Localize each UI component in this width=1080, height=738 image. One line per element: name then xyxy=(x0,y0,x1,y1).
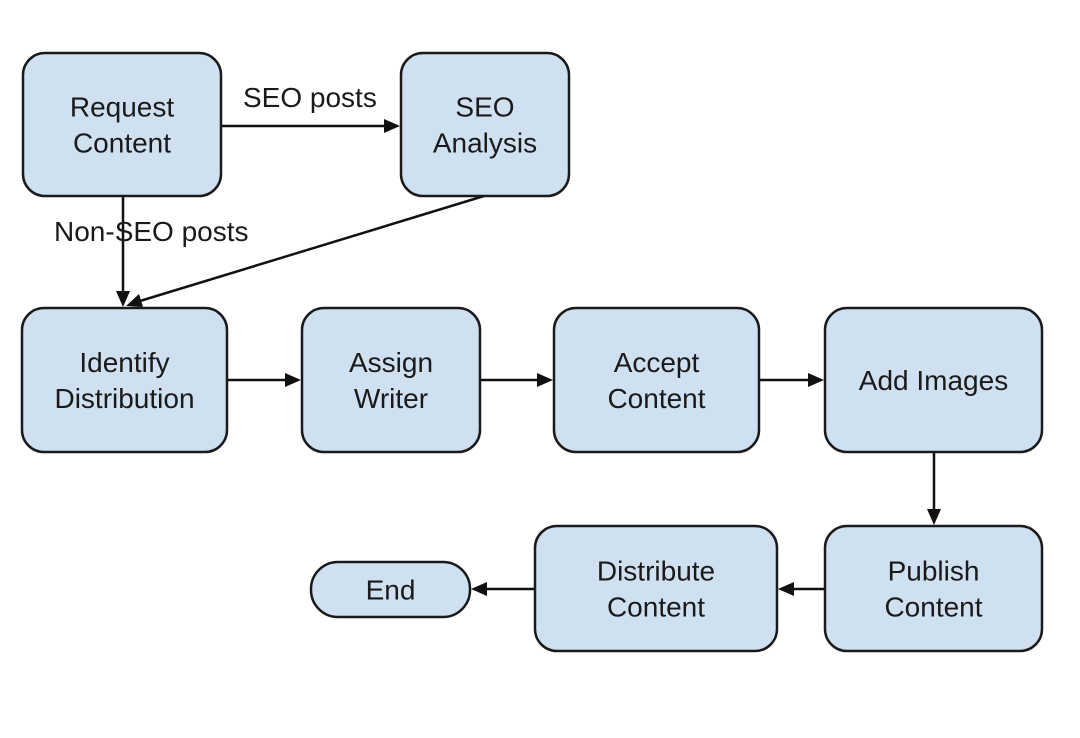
node-label-line: End xyxy=(366,575,416,606)
node-label-line: Writer xyxy=(354,383,428,414)
node-seo-analysis: SEO Analysis xyxy=(399,51,571,198)
node-label-line: Content xyxy=(884,592,982,623)
node-box xyxy=(300,306,482,454)
node-label-line: Accept xyxy=(614,347,700,378)
node-box xyxy=(823,524,1044,653)
node-end: End xyxy=(309,560,472,619)
arrowhead-icon xyxy=(808,373,824,387)
node-label-line: Publish xyxy=(888,556,980,587)
node-add-images: Add Images xyxy=(823,306,1044,454)
node-label-line: Content xyxy=(73,128,171,159)
node-box xyxy=(823,306,1044,454)
node-label-line: Request xyxy=(70,92,175,123)
node-box xyxy=(309,560,472,619)
node-box xyxy=(552,306,761,454)
arrowhead-icon xyxy=(778,582,794,596)
connector-seo-analysis-to-identify-distribution xyxy=(139,194,485,303)
arrowhead-icon xyxy=(285,373,301,387)
arrowhead-icon xyxy=(126,294,143,307)
node-box xyxy=(399,51,571,198)
node-box xyxy=(20,306,229,454)
node-label-line: Identify xyxy=(79,347,169,378)
node-label-line: Distribute xyxy=(597,556,715,587)
edge-label: Non-SEO posts xyxy=(54,216,249,247)
node-label-line: Content xyxy=(607,592,705,623)
arrowhead-icon xyxy=(927,509,941,525)
arrowhead-icon xyxy=(116,291,130,307)
arrowhead-icon xyxy=(384,119,400,133)
arrowhead-icon xyxy=(471,582,487,596)
node-label-line: Analysis xyxy=(433,128,537,159)
node-box xyxy=(21,51,223,198)
node-label-line: Add Images xyxy=(859,365,1008,396)
node-label-line: SEO xyxy=(455,92,514,123)
node-label-line: Content xyxy=(607,383,705,414)
edge-label: SEO posts xyxy=(243,82,377,113)
arrowhead-icon xyxy=(537,373,553,387)
node-label-line: Distribution xyxy=(54,383,194,414)
node-label-line: Assign xyxy=(349,347,433,378)
node-box xyxy=(533,524,779,653)
